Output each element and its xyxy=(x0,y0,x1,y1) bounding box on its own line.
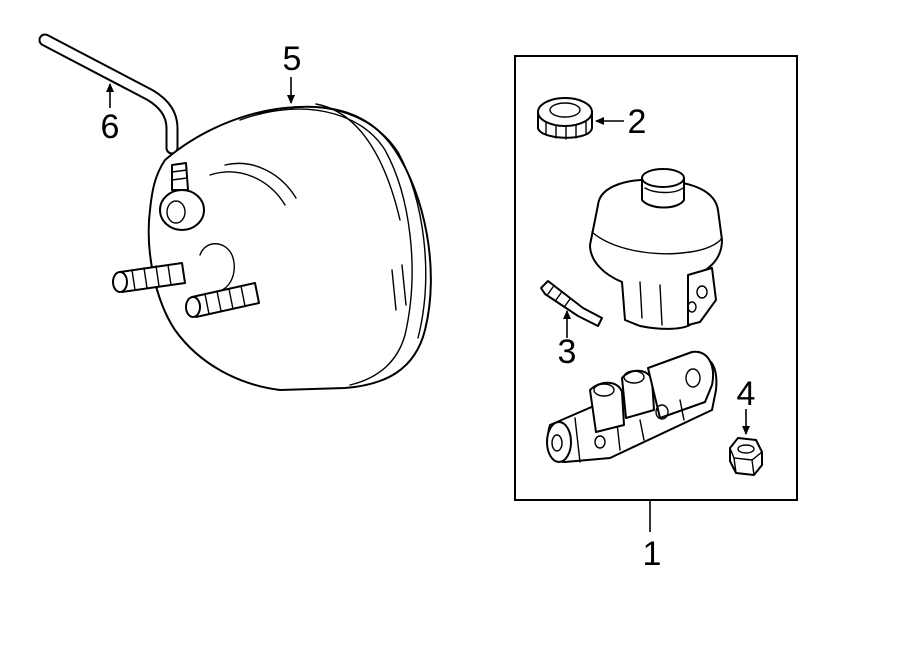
sensor xyxy=(540,280,603,327)
master-cylinder xyxy=(546,350,718,463)
callout-1: 1 xyxy=(643,535,662,573)
callout-6: 6 xyxy=(101,108,120,146)
brake-booster xyxy=(112,103,432,391)
vacuum-hose xyxy=(38,33,179,155)
callout-5: 5 xyxy=(283,40,302,78)
callout-3: 3 xyxy=(558,333,577,371)
nut xyxy=(729,437,763,476)
callout-4: 4 xyxy=(737,375,756,413)
callout-2: 2 xyxy=(628,103,647,141)
reservoir xyxy=(589,168,723,330)
assembly-box xyxy=(514,55,798,501)
reservoir-cap xyxy=(537,97,593,140)
